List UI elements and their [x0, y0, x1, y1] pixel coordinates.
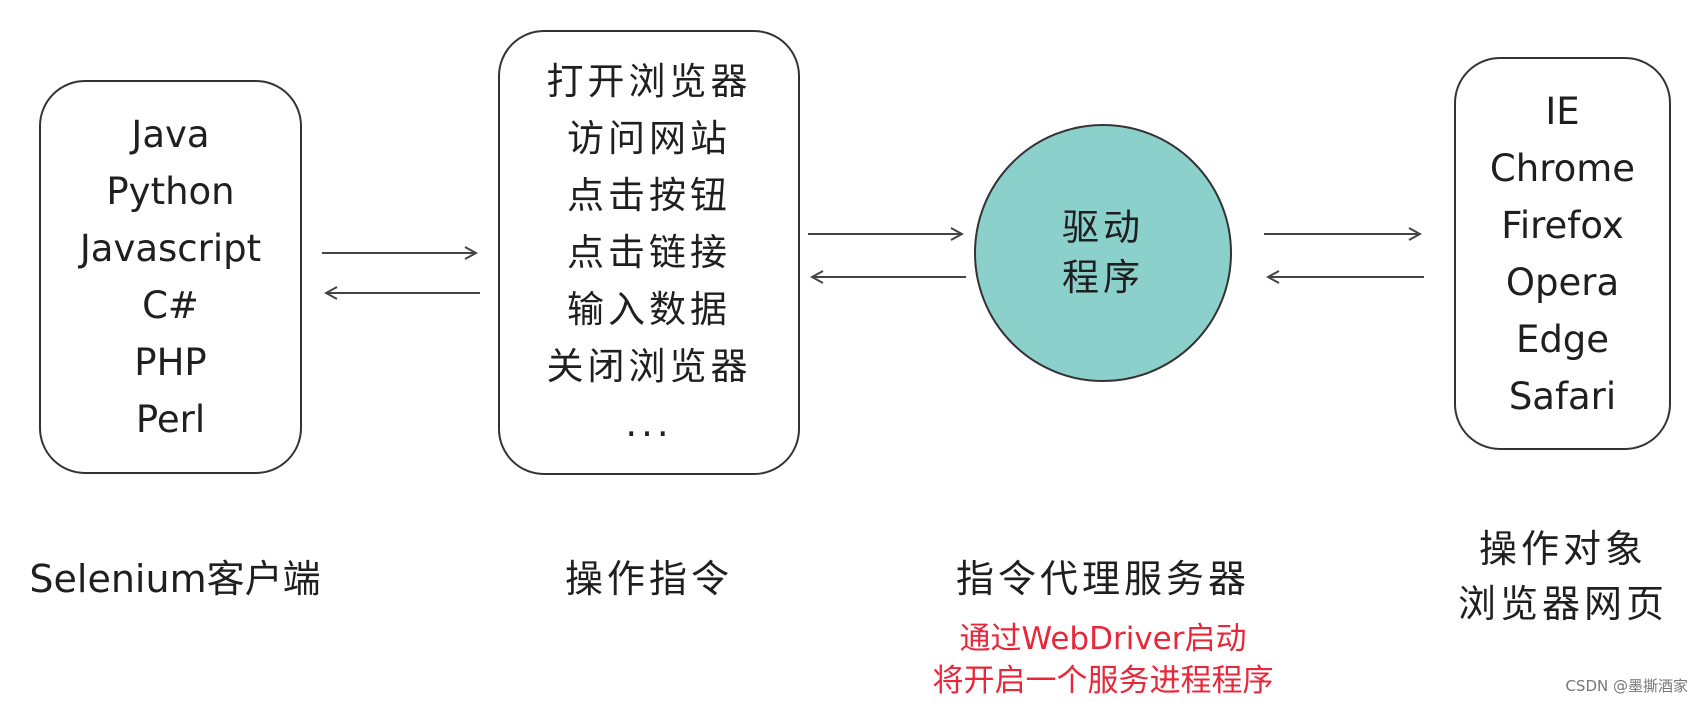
language-item: PHP — [134, 341, 207, 384]
proxy-server-label: 指令代理服务器 — [955, 557, 1250, 601]
browser-item: IE — [1545, 89, 1580, 133]
language-item: C# — [142, 284, 199, 327]
commands-label: 操作指令 — [564, 557, 733, 601]
browser-item: Opera — [1505, 260, 1620, 304]
client-label: Selenium客户端 — [29, 557, 321, 601]
client-languages-box: Java Python Javascript C# PHP Perl — [39, 80, 302, 474]
driver-label-line: 驱动 — [1062, 206, 1144, 249]
driver-circle: 驱动 程序 — [974, 124, 1232, 382]
command-item-ellipsis: ... — [625, 402, 673, 445]
target-browsers-box: IE Chrome Firefox Opera Edge Safari — [1454, 57, 1671, 450]
target-label-line: 浏览器网页 — [1457, 582, 1668, 626]
commands-box: 打开浏览器 访问网站 点击按钮 点击链接 输入数据 关闭浏览器 ... — [498, 30, 800, 475]
proxy-note-line: 将开启一个服务进程程序 — [932, 663, 1274, 699]
proxy-note: 通过WebDriver启动 将开启一个服务进程程序 — [900, 618, 1306, 702]
proxy-note-line: 通过WebDriver启动 — [959, 621, 1247, 657]
command-item: 访问网站 — [567, 117, 731, 160]
browser-item: Chrome — [1489, 146, 1636, 190]
target-label-line: 操作对象 — [1478, 527, 1647, 571]
language-item: Python — [106, 170, 235, 213]
browser-item: Firefox — [1501, 203, 1624, 247]
browser-item: Safari — [1508, 374, 1617, 418]
command-item: 关闭浏览器 — [546, 345, 752, 388]
language-item: Perl — [135, 398, 206, 441]
browser-item: Edge — [1515, 317, 1610, 361]
driver-label-line: 程序 — [1062, 256, 1144, 299]
target-label: 操作对象 浏览器网页 — [1440, 522, 1686, 632]
watermark: CSDN @墨撕酒家 — [1565, 677, 1688, 695]
command-item: 打开浏览器 — [546, 60, 752, 103]
language-item: Java — [131, 113, 210, 156]
language-item: Javascript — [79, 227, 262, 270]
command-item: 点击链接 — [567, 231, 731, 274]
command-item: 输入数据 — [567, 288, 731, 331]
command-item: 点击按钮 — [567, 174, 731, 217]
